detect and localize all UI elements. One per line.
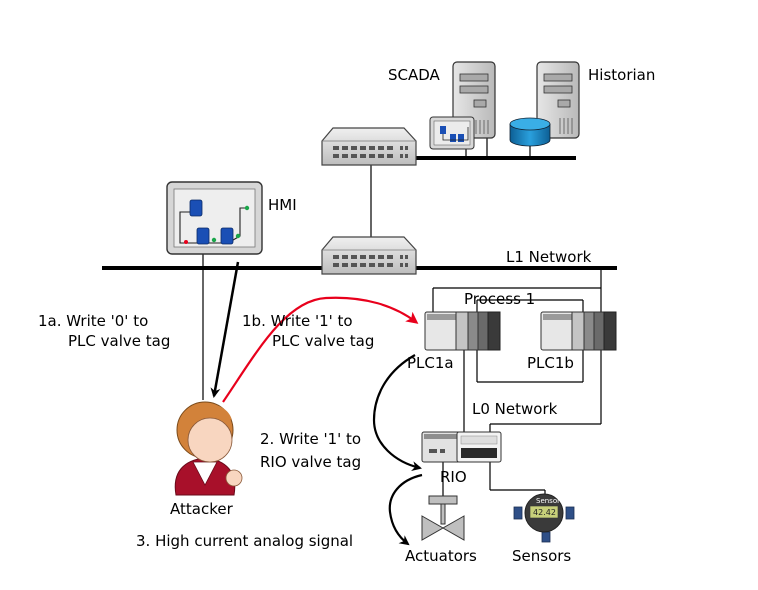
plc1a-label: PLC1a xyxy=(407,354,454,372)
step-1a-arrow xyxy=(210,261,240,398)
core-switch-icon[interactable] xyxy=(321,127,417,166)
step-1a-line1: 1a. Write '0' to xyxy=(38,312,148,330)
historian-server-icon[interactable] xyxy=(509,61,580,147)
hmi-panel-icon[interactable] xyxy=(166,181,263,255)
process-label: Process 1 xyxy=(464,290,535,308)
actuators-label: Actuators xyxy=(405,547,477,565)
sensors-label: Sensors xyxy=(512,547,571,565)
step-2-arrow xyxy=(372,354,422,471)
plc1b-icon[interactable] xyxy=(540,311,617,351)
step-1b-arrow xyxy=(222,296,419,403)
historian-label: Historian xyxy=(588,66,655,84)
step-3-arrow xyxy=(388,473,423,546)
scada-server-icon[interactable] xyxy=(429,61,496,150)
step-2-line2: RIO valve tag xyxy=(260,453,361,471)
sensor-reading: 42.42 xyxy=(533,508,556,517)
database-icon xyxy=(509,117,551,147)
valve-actuator-icon[interactable] xyxy=(421,495,465,541)
attacker-icon xyxy=(174,401,243,496)
plc1a-icon[interactable] xyxy=(424,311,501,351)
l1-network-label: L1 Network xyxy=(506,248,592,266)
sensor-badge-label: Sensor xyxy=(536,497,560,505)
scada-monitor-icon xyxy=(429,116,475,150)
step-1b-line2: PLC valve tag xyxy=(272,332,374,350)
step-2-line1: 2. Write '1' to xyxy=(260,430,361,448)
sensor-gauge-icon[interactable]: Sensor 42.42 xyxy=(513,493,575,543)
rio-icon[interactable] xyxy=(421,431,502,463)
step-1b-line1: 1b. Write '1' to xyxy=(242,312,353,330)
step-1a-line2: PLC valve tag xyxy=(68,332,170,350)
hmi-label: HMI xyxy=(268,196,297,214)
scada-label: SCADA xyxy=(388,66,441,84)
rio-label: RIO xyxy=(440,468,467,486)
attacker-label: Attacker xyxy=(170,500,234,518)
step-3-label: 3. High current analog signal xyxy=(136,532,353,550)
l1-switch-icon[interactable] xyxy=(321,236,417,275)
l0-network-label: L0 Network xyxy=(472,400,558,418)
plc1b-label: PLC1b xyxy=(527,354,574,372)
